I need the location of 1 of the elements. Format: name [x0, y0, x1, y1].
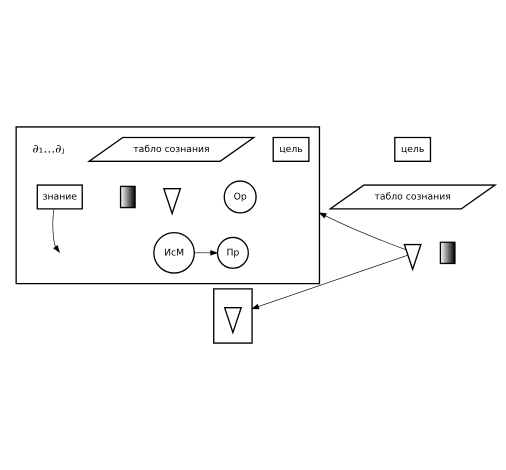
label: ∂₁…∂ⱼ — [32, 141, 65, 156]
